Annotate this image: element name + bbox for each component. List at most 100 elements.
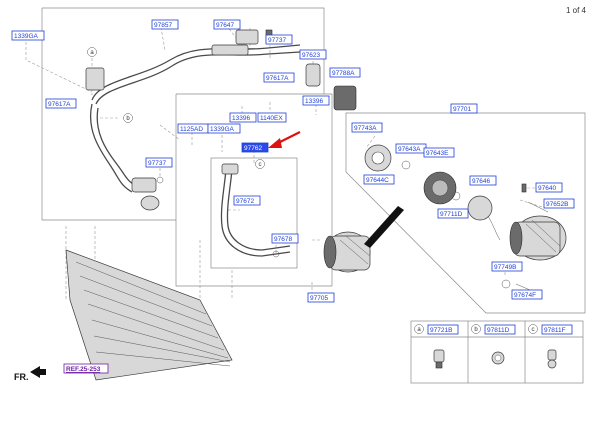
marker-b-upper-letter: b	[126, 116, 130, 122]
callout-97623[interactable]: 97623	[299, 49, 327, 60]
svg-text:97743A: 97743A	[354, 125, 377, 132]
svg-text:97646: 97646	[472, 178, 490, 185]
callout-97674F[interactable]: 97674F	[511, 289, 543, 300]
marker-b-upper	[123, 113, 133, 123]
middle-frame	[175, 93, 333, 287]
callout-97711D[interactable]: 97711D	[437, 208, 469, 219]
legend-parts: a b c	[414, 324, 557, 369]
legend-part-c	[547, 349, 557, 369]
callout-97643A[interactable]: 97643A	[395, 143, 427, 154]
callout-1125AD[interactable]: 1125AD	[177, 123, 209, 134]
svg-text:97674F: 97674F	[514, 292, 536, 299]
page-indicator: 1 of 4	[565, 6, 586, 15]
condenser	[65, 249, 233, 381]
svg-text:97652B: 97652B	[546, 201, 568, 208]
callout-97762[interactable]: 97762	[241, 142, 269, 153]
callout-97643E[interactable]: 97643E	[423, 147, 455, 158]
front-arrow-icon	[30, 366, 46, 378]
svg-text:1339GA: 1339GA	[14, 33, 39, 40]
marker-a	[87, 47, 97, 57]
callout-13396-a[interactable]: 13396	[302, 95, 330, 106]
callout-97721B[interactable]: 97721B	[427, 324, 459, 335]
svg-text:97678: 97678	[274, 236, 292, 243]
svg-text:97749B: 97749B	[494, 264, 516, 271]
callout-97678[interactable]: 97678	[271, 233, 299, 244]
sub-frame-97762	[210, 157, 298, 269]
callout-13396-b[interactable]: 13396	[229, 112, 257, 123]
callout-97811F[interactable]: 97811F	[541, 324, 573, 335]
svg-text:97647: 97647	[216, 22, 234, 29]
svg-text:97737: 97737	[268, 37, 286, 44]
svg-text:97617A: 97617A	[266, 75, 289, 82]
svg-text:97762: 97762	[244, 145, 262, 152]
svg-text:97788A: 97788A	[332, 70, 355, 77]
callout-97652B[interactable]: 97652B	[543, 198, 575, 209]
callout-97644C[interactable]: 97644C	[363, 174, 395, 185]
callout-97811D[interactable]: 97811D	[484, 324, 516, 335]
callout-97617A-b[interactable]: 97617A	[263, 72, 295, 83]
svg-text:97623: 97623	[302, 52, 320, 59]
legend-frame	[410, 320, 584, 384]
callout-97647[interactable]: 97647	[213, 19, 241, 30]
fr-label: FR.	[14, 372, 29, 382]
callout-97737-a[interactable]: 97737	[265, 34, 293, 45]
svg-text:97643A: 97643A	[398, 146, 421, 153]
svg-text:1125AD: 1125AD	[180, 126, 203, 133]
svg-text:13396: 13396	[232, 115, 250, 122]
suction-hose-assembly	[85, 29, 357, 211]
callout-97788A[interactable]: 97788A	[329, 67, 361, 78]
marker-dot-3	[272, 250, 280, 258]
compressor-middle	[323, 206, 404, 273]
marker-dot-1	[156, 176, 164, 184]
legend-letter-a: a	[417, 327, 421, 333]
callout-97617A-a[interactable]: 97617A	[45, 98, 77, 109]
legend-circle-c	[528, 324, 538, 334]
callout-97646[interactable]: 97646	[469, 175, 497, 186]
upper-left-frame	[41, 7, 325, 221]
legend-part-b	[491, 351, 505, 365]
compressor-kit-parts	[364, 144, 567, 291]
legend-letter-c: c	[532, 327, 535, 333]
callout-97743A[interactable]: 97743A	[351, 122, 383, 133]
svg-text:97705: 97705	[310, 295, 328, 302]
marker-c	[255, 159, 265, 169]
svg-text:97672: 97672	[236, 198, 254, 205]
svg-text:REF.25-253: REF.25-253	[66, 366, 101, 373]
marker-c-letter: c	[259, 162, 262, 168]
callout-1339GA-b[interactable]: 1339GA	[207, 123, 241, 134]
svg-text:97811F: 97811F	[544, 327, 566, 334]
svg-text:1339GA: 1339GA	[210, 126, 235, 133]
legend-letter-b: b	[474, 327, 478, 333]
callout-97749B[interactable]: 97749B	[491, 261, 523, 272]
discharge-hose-97762	[220, 163, 291, 257]
callout-97640[interactable]: 97640	[535, 182, 563, 193]
svg-text:97721B: 97721B	[430, 327, 452, 334]
callout-1339GA-a[interactable]: 1339GA	[11, 30, 45, 41]
legend-circle-b	[471, 324, 481, 334]
svg-text:97737: 97737	[148, 160, 166, 167]
callout-97857[interactable]: 97857	[151, 19, 179, 30]
marker-a-letter: a	[90, 50, 94, 56]
svg-text:97701: 97701	[453, 106, 471, 113]
legend-circle-a	[414, 324, 424, 334]
svg-text:97811D: 97811D	[487, 327, 510, 334]
callout-97701[interactable]: 97701	[450, 103, 478, 114]
leader-lines	[25, 21, 546, 300]
callout-97705[interactable]: 97705	[307, 292, 335, 303]
callout-97672[interactable]: 97672	[233, 195, 261, 206]
svg-text:97644C: 97644C	[366, 177, 389, 184]
highlight-arrow	[268, 131, 301, 148]
compressor-kit-frame	[345, 112, 586, 314]
svg-text:97857: 97857	[154, 22, 172, 29]
callout-97737-b[interactable]: 97737	[145, 157, 173, 168]
svg-text:97640: 97640	[538, 185, 556, 192]
reference-link-ref-25-253[interactable]: REF.25-253	[63, 363, 109, 374]
callout-1140EX[interactable]: 1140EX	[257, 112, 287, 123]
svg-text:97711D: 97711D	[440, 211, 463, 218]
front-direction-indicator: FR.	[14, 366, 46, 382]
legend-part-a	[433, 349, 445, 369]
svg-text:1140EX: 1140EX	[260, 115, 283, 122]
svg-text:13396: 13396	[305, 98, 323, 105]
svg-text:97617A: 97617A	[48, 101, 71, 108]
